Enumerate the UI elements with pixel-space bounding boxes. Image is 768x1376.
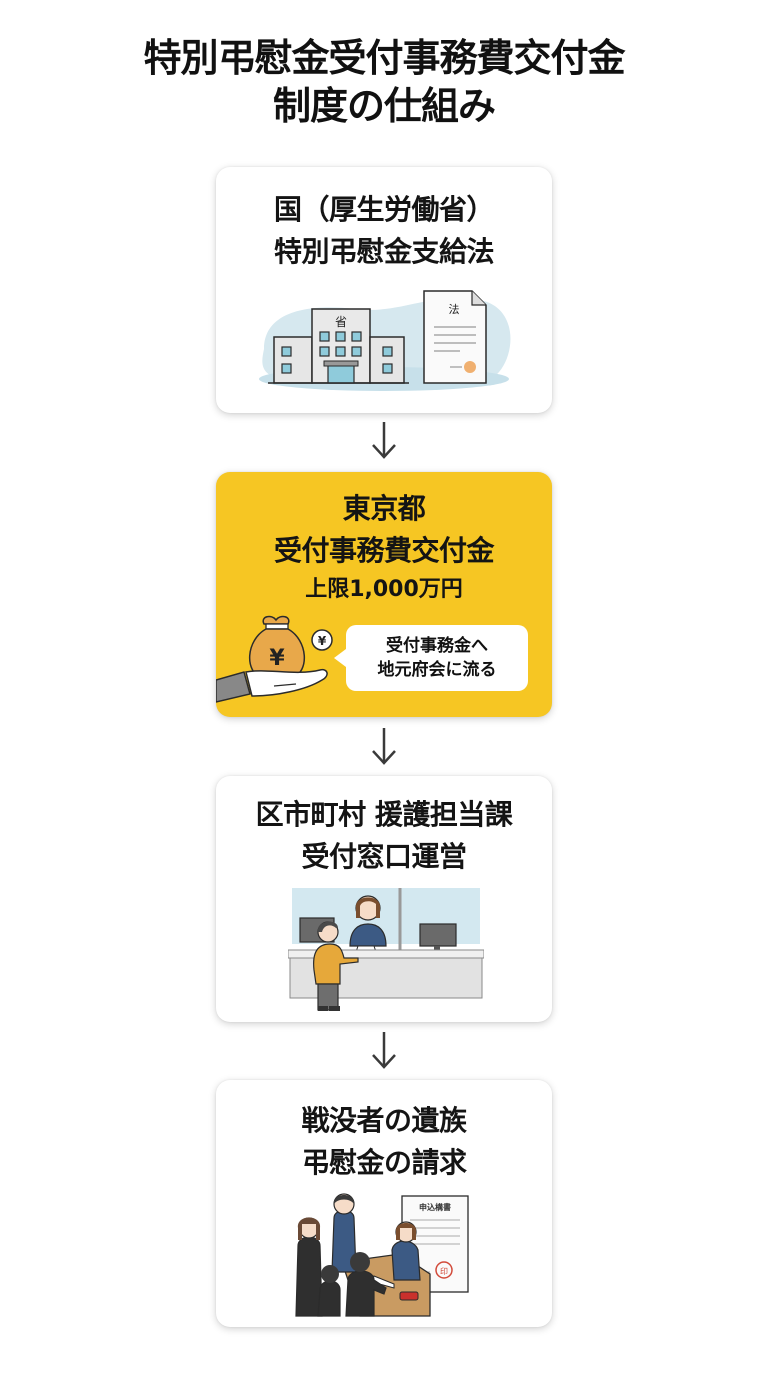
svg-text:¥: ¥ bbox=[269, 646, 285, 671]
step-card-tokyo: 東京都 受付事務費交付金 上限1,000万円 ¥ ¥ 受付事務金へ 地元府会に流… bbox=[216, 472, 552, 717]
step-2-line-1: 東京都 bbox=[342, 492, 426, 525]
svg-text:申込構書: 申込構書 bbox=[419, 1202, 451, 1212]
step-1-line-1: 国（厚生労働省） bbox=[273, 193, 495, 226]
title-line-2: 制度の仕組み bbox=[272, 84, 496, 128]
svg-text:省: 省 bbox=[335, 315, 347, 329]
step-card-bereaved-families: 戦没者の遺族 弔慰金の請求 申込構書 印 bbox=[216, 1080, 552, 1327]
step-4-line-1: 戦没者の遺族 bbox=[301, 1104, 467, 1137]
money-bag-hand-icon: ¥ ¥ bbox=[216, 615, 333, 703]
title-line-1: 特別弔慰金受付事務費交付金 bbox=[143, 36, 625, 80]
step-3-line-2: 受付窓口運営 bbox=[301, 840, 467, 873]
step-3-line-1: 区市町村 援護担当課 bbox=[255, 798, 513, 831]
step-2-limit: 上限1,000万円 bbox=[305, 577, 463, 602]
step-1-line-2: 特別弔慰金支給法 bbox=[273, 235, 495, 268]
arrow-down-icon bbox=[372, 728, 396, 765]
step-card-municipality: 区市町村 援護担当課 受付窓口運営 bbox=[216, 776, 552, 1022]
family-application-icon: 申込構書 印 bbox=[295, 1193, 469, 1317]
svg-text:法: 法 bbox=[449, 302, 460, 316]
svg-text:印: 印 bbox=[440, 1267, 448, 1276]
step-4-line-2: 弔慰金の請求 bbox=[301, 1146, 467, 1179]
bubble-line-2: 地元府会に流る bbox=[377, 660, 497, 680]
ministry-building-icon: 省 法 bbox=[259, 290, 511, 391]
arrow-down-icon bbox=[372, 1032, 396, 1069]
step-card-national: 国（厚生労働省） 特別弔慰金支給法 省 法 bbox=[216, 167, 552, 413]
svg-text:¥: ¥ bbox=[318, 634, 327, 648]
speech-bubble: 受付事務金へ 地元府会に流る bbox=[334, 625, 528, 691]
reception-counter-icon bbox=[288, 888, 484, 1011]
step-2-line-2: 受付事務費交付金 bbox=[273, 534, 495, 567]
arrow-down-icon bbox=[372, 422, 396, 459]
bubble-line-1: 受付事務金へ bbox=[386, 636, 488, 656]
diagram-title: 特別弔慰金受付事務費交付金 制度の仕組み bbox=[0, 34, 768, 130]
